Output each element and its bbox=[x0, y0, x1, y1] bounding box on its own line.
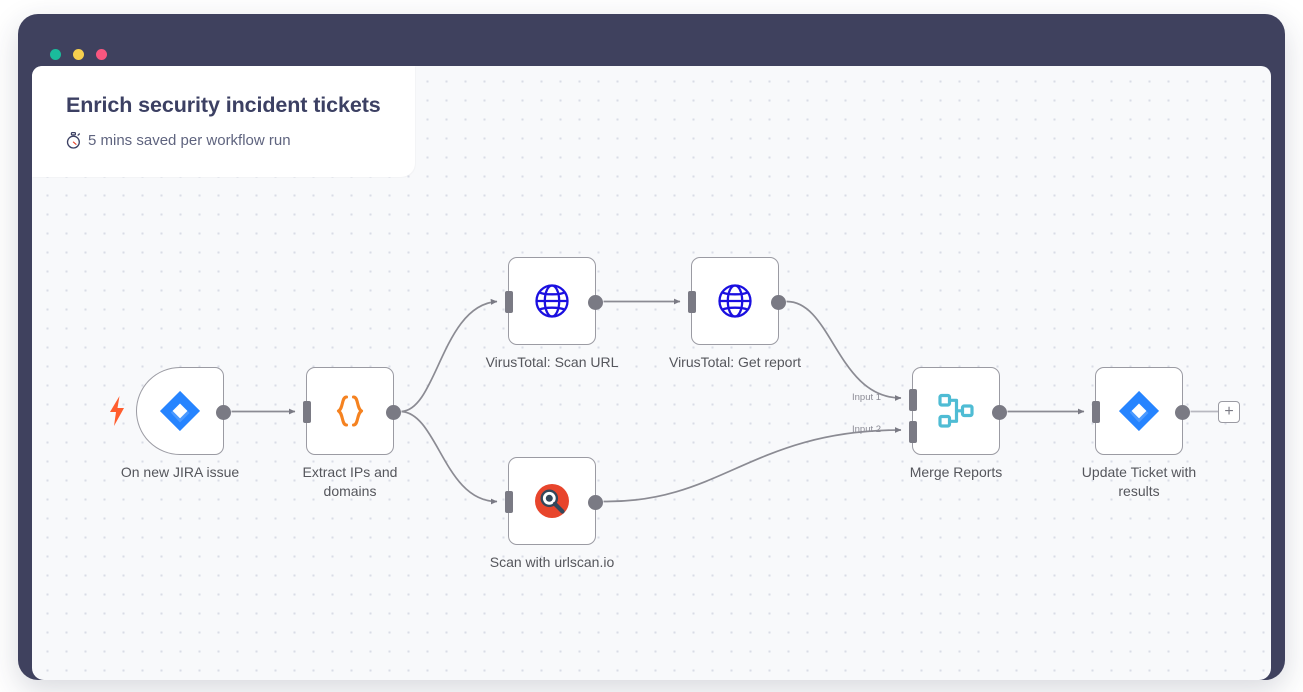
edge-vt-report-to-merge-in1 bbox=[786, 300, 902, 401]
globe-icon bbox=[714, 280, 756, 322]
node-body[interactable] bbox=[909, 367, 1007, 455]
node-body[interactable] bbox=[505, 457, 603, 545]
output-port[interactable] bbox=[1174, 404, 1190, 420]
node-label: VirusTotal: Scan URL bbox=[485, 354, 619, 370]
node-label: Extract IPs and domains bbox=[302, 464, 398, 499]
urlscan-icon bbox=[530, 479, 574, 523]
window-minimize-dot[interactable] bbox=[73, 49, 84, 60]
lightning-bolt-icon bbox=[108, 396, 126, 426]
input-port[interactable] bbox=[688, 291, 696, 313]
input-port[interactable] bbox=[1092, 401, 1100, 423]
add-node-button[interactable]: + bbox=[1218, 400, 1240, 423]
node-virustotal-scan-url[interactable]: VirusTotal: Scan URL bbox=[486, 257, 618, 370]
node-label: Merge Reports bbox=[909, 464, 1003, 480]
node-body[interactable] bbox=[303, 367, 401, 455]
app-window: Enrich security incident tickets 5 mins … bbox=[18, 14, 1285, 680]
edge-urlscan-to-merge-in2 bbox=[603, 427, 902, 503]
window-close-dot[interactable] bbox=[50, 49, 61, 60]
node-label: VirusTotal: Get report bbox=[668, 354, 802, 370]
stopwatch-icon bbox=[66, 132, 81, 149]
input-port[interactable] bbox=[303, 401, 311, 423]
time-saved-row: 5 mins saved per workflow run bbox=[66, 132, 291, 149]
output-port[interactable] bbox=[385, 404, 401, 420]
edge-label-input-2: Input 2 bbox=[852, 424, 882, 435]
node-virustotal-get-report[interactable]: VirusTotal: Get report bbox=[669, 257, 801, 370]
node-body[interactable] bbox=[1092, 367, 1190, 455]
node-merge-reports[interactable]: Merge Reports bbox=[909, 367, 1007, 480]
node-extract-ips-and-domains[interactable]: Extract IPs and domains bbox=[303, 367, 401, 499]
input-port[interactable] bbox=[505, 291, 513, 313]
globe-icon bbox=[531, 280, 573, 322]
workflow-canvas[interactable]: Enrich security incident tickets 5 mins … bbox=[32, 66, 1271, 680]
input-port[interactable] bbox=[505, 491, 513, 513]
jira-icon bbox=[1117, 389, 1161, 433]
input-port-2[interactable] bbox=[909, 421, 917, 443]
code-braces-icon bbox=[329, 390, 371, 432]
node-label: Scan with urlscan.io bbox=[489, 554, 615, 570]
jira-icon bbox=[158, 389, 202, 433]
page-title: Enrich security incident tickets bbox=[66, 93, 381, 117]
node-on-new-jira-issue[interactable]: On new JIRA issue bbox=[110, 367, 239, 480]
node-label: Update Ticket with results bbox=[1081, 464, 1197, 499]
node-body[interactable] bbox=[505, 257, 603, 345]
edge-label-input-1: Input 1 bbox=[852, 392, 882, 403]
output-port[interactable] bbox=[770, 294, 786, 310]
window-maximize-dot[interactable] bbox=[96, 49, 107, 60]
workflow-title-card: Enrich security incident tickets 5 mins … bbox=[32, 66, 415, 177]
output-port[interactable] bbox=[587, 294, 603, 310]
node-label: On new JIRA issue bbox=[120, 464, 240, 480]
node-update-ticket-with-results[interactable]: Update Ticket with results bbox=[1082, 367, 1196, 499]
merge-icon bbox=[934, 389, 978, 433]
output-port[interactable] bbox=[587, 494, 603, 510]
node-body[interactable] bbox=[136, 367, 231, 455]
output-port[interactable] bbox=[991, 404, 1007, 420]
node-scan-with-urlscan-io[interactable]: Scan with urlscan.io bbox=[490, 457, 614, 570]
output-port[interactable] bbox=[215, 404, 231, 420]
input-port-1[interactable] bbox=[909, 389, 917, 411]
node-body[interactable] bbox=[688, 257, 786, 345]
time-saved-text: 5 mins saved per workflow run bbox=[88, 132, 291, 149]
window-titlebar bbox=[18, 14, 1285, 54]
